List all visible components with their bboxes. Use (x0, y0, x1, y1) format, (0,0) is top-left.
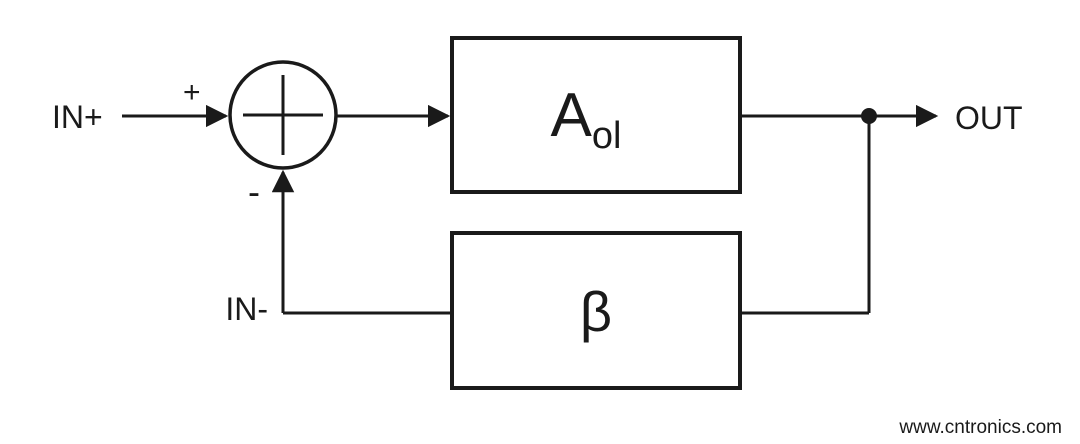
feedback-block-label: β (580, 280, 612, 343)
feedback-block (450, 231, 742, 390)
summing-plus-sign: + (183, 76, 201, 109)
watermark-text: www.cntronics.com (898, 417, 1062, 438)
amplifier-block (450, 36, 742, 194)
amplifier-block-label: Aol (551, 81, 622, 157)
summing-minus-sign: - (248, 171, 260, 212)
input-plus-label: IN+ (52, 99, 103, 135)
output-label: OUT (955, 100, 1023, 136)
input-minus-label: IN- (225, 291, 268, 327)
